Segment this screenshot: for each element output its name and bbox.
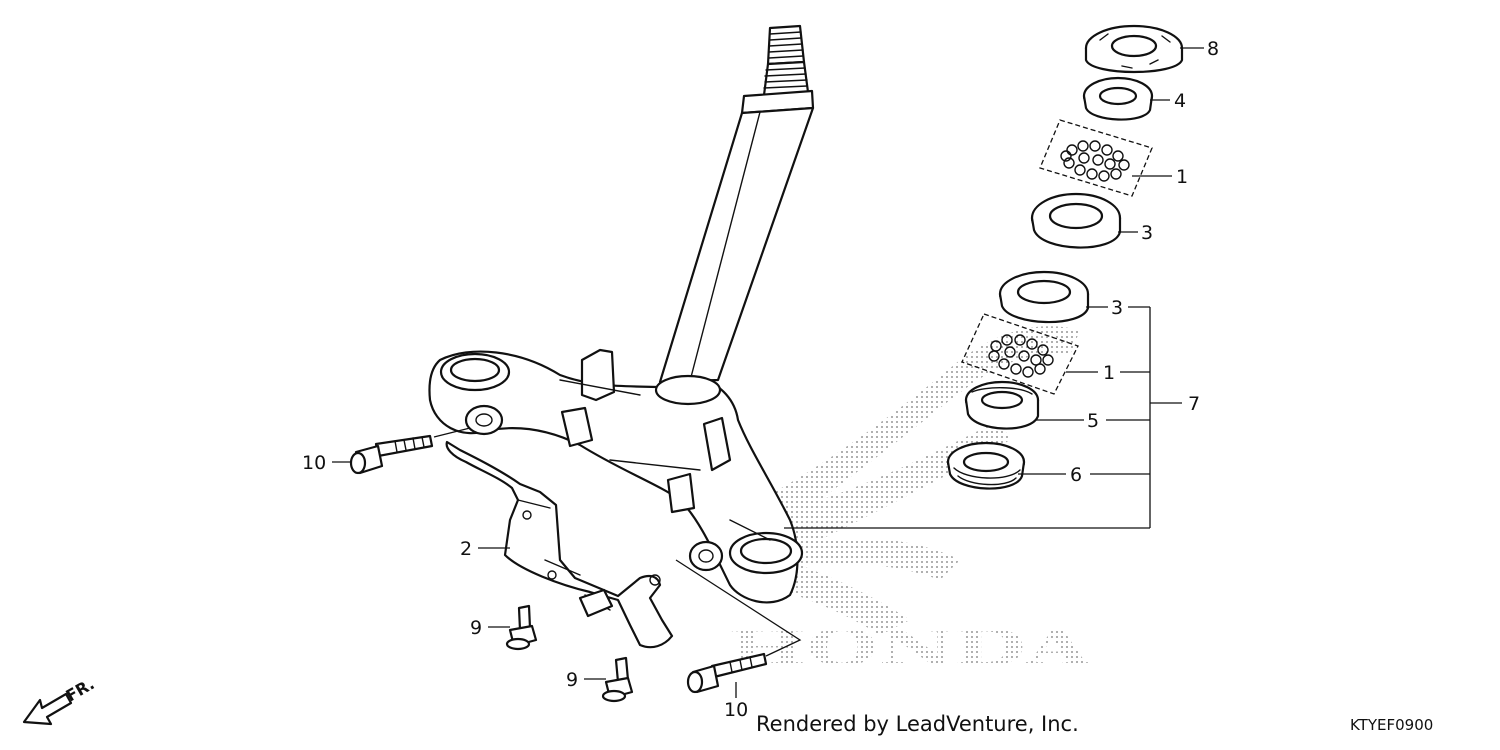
callout-numbers: 8 4 1 3 3 1 7 5 6 10 2 9 9 10 xyxy=(302,38,1219,721)
callout-3-upper: 3 xyxy=(1141,222,1153,244)
race-part-5 xyxy=(964,380,1040,430)
front-arrow-icon xyxy=(22,692,73,726)
callout-4: 4 xyxy=(1174,90,1186,112)
callout-10-bottom: 10 xyxy=(724,699,748,721)
bolt-9-lower xyxy=(601,656,634,703)
race-part-3-upper xyxy=(1030,192,1122,249)
callout-1-lower: 1 xyxy=(1103,362,1115,384)
callout-9-upper: 9 xyxy=(470,617,482,639)
honda-watermark-text: HONDA xyxy=(728,618,1092,677)
front-direction-marker: FR. xyxy=(22,674,98,726)
callout-9-lower: 9 xyxy=(566,669,578,691)
bolt-9-upper xyxy=(505,604,538,651)
callout-3-lower: 3 xyxy=(1111,297,1123,319)
race-part-3-lower xyxy=(998,270,1090,324)
callout-10-left: 10 xyxy=(302,452,326,474)
bracket-part-2 xyxy=(445,440,674,649)
leader-lines xyxy=(332,47,1204,698)
ball-bearing-part-1-lower xyxy=(961,313,1079,395)
diagram-code: KTYEF0900 xyxy=(1350,716,1433,734)
footer-credit: Rendered by LeadVenture, Inc. xyxy=(756,712,1079,736)
bolt-10-left xyxy=(349,434,434,475)
honda-wing-watermark: HONDA xyxy=(728,326,1092,677)
callout-8: 8 xyxy=(1207,38,1219,60)
callout-2: 2 xyxy=(460,538,472,560)
race-part-4 xyxy=(1082,76,1154,121)
callout-7: 7 xyxy=(1188,393,1200,415)
steering-stem xyxy=(428,24,815,604)
lock-nut-part-8 xyxy=(1084,24,1184,74)
bolt-10-bottom xyxy=(686,652,768,694)
callout-5: 5 xyxy=(1087,410,1099,432)
callout-6: 6 xyxy=(1070,464,1082,486)
callout-1-upper: 1 xyxy=(1176,166,1188,188)
dust-seal-part-6 xyxy=(946,441,1026,490)
ball-bearing-part-1-upper xyxy=(1039,119,1153,197)
